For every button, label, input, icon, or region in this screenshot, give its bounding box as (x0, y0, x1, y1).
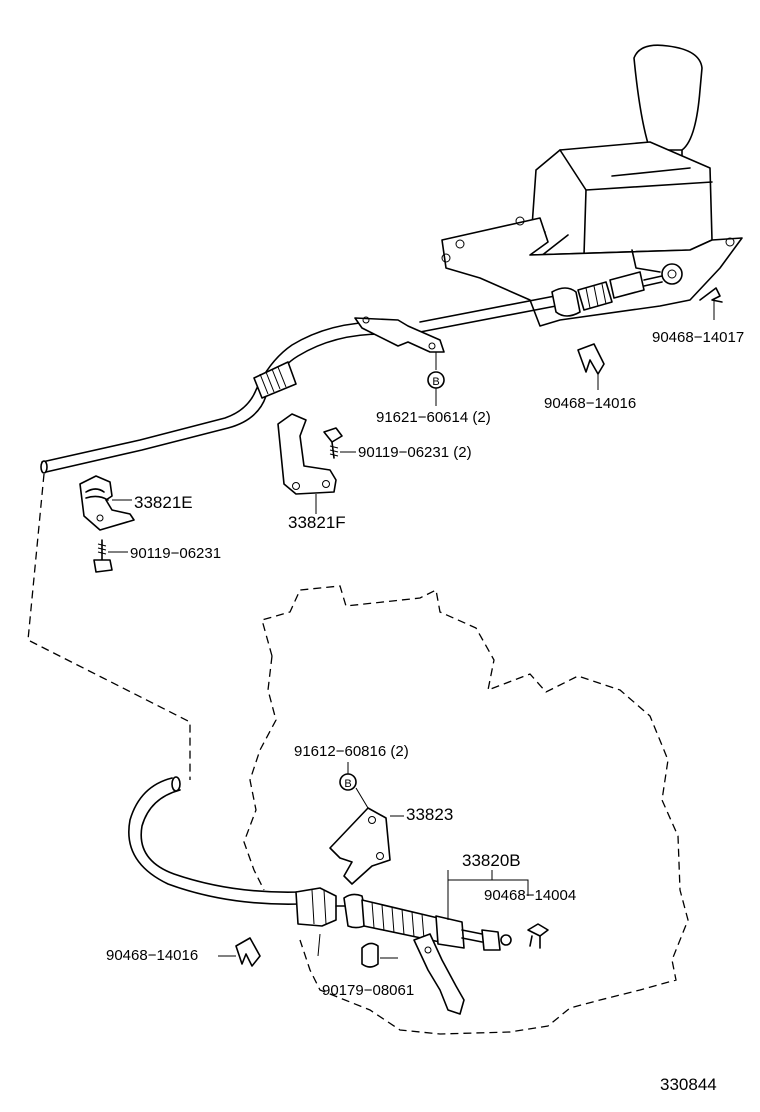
label-90468-14016-bottom: 90468−14016 (106, 947, 198, 964)
label-90179-08061: 90179−08061 (322, 982, 414, 999)
lower-shift-cable (128, 776, 512, 951)
label-90119-06231: 90119−06231 (130, 545, 221, 562)
label-90468-14016-top: 90468−14016 (544, 395, 636, 412)
label-33823: 33823 (406, 805, 453, 824)
transmission-outline (243, 585, 689, 1035)
bolt-marker-letter: B (344, 778, 351, 790)
label-90468-14004: 90468−14004 (484, 887, 576, 904)
clip-90468-14004 (527, 923, 549, 949)
bolt-marker-b-bottom: B (339, 762, 369, 809)
label-33821F: 33821F (288, 513, 346, 532)
clip-90468-14017 (699, 287, 723, 320)
bolt-marker-b-top: B (427, 352, 445, 406)
shift-lever-assembly (441, 44, 743, 327)
label-33821E: 33821E (134, 493, 193, 512)
bracket-33821F (277, 413, 337, 514)
cable-bracket (413, 933, 465, 1015)
cable-route-dashed (27, 473, 191, 780)
bolt-marker-letter: B (432, 376, 439, 388)
clip-90468-14016-bottom (218, 937, 261, 967)
bolt-90119-06231-pair (323, 427, 356, 459)
label-90119-06231-pair: 90119−06231 (2) (358, 444, 472, 461)
nut-90179-08061 (361, 942, 398, 968)
label-91621-60614: 91621−60614 (2) (376, 409, 491, 426)
upper-shift-cable (40, 271, 663, 474)
clip-90468-14016-top (577, 343, 605, 390)
diagram-id: 330844 (660, 1075, 717, 1094)
bolt-90119-06231 (93, 539, 128, 573)
label-91612-60816: 91612−60816 (2) (294, 743, 409, 760)
label-90468-14017: 90468−14017 (652, 329, 744, 346)
clamp-33821E (79, 475, 135, 531)
leader-33820B (317, 870, 529, 957)
label-33820B: 33820B (462, 851, 521, 870)
bracket-33823 (329, 807, 404, 885)
part-labels: 90468−14017 90468−14016 91621−60614 (2) … (106, 329, 744, 1094)
